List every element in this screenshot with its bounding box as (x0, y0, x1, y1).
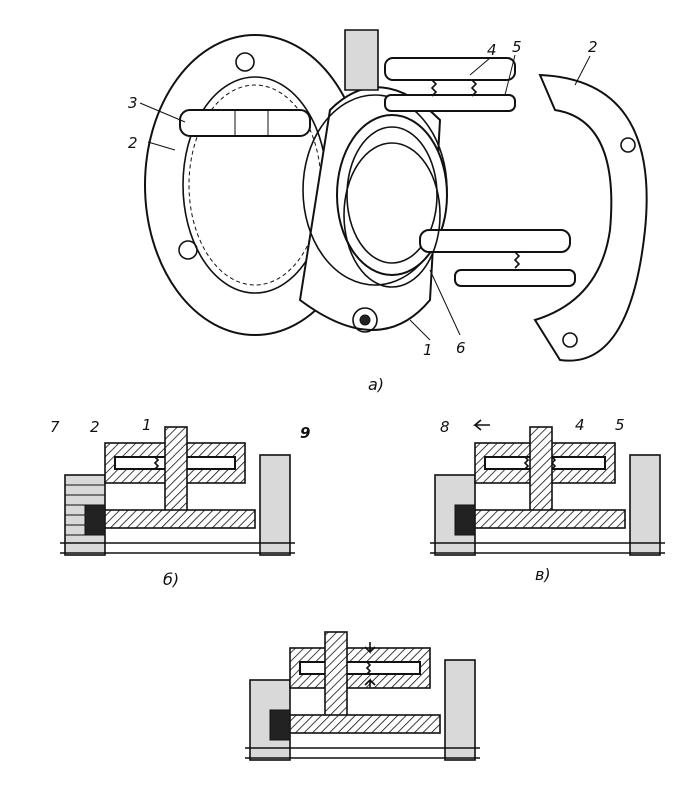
label-v-8: 8 (440, 418, 450, 436)
spring-bar-top (384, 57, 516, 112)
blocking-ring (343, 142, 441, 288)
pin-upper (179, 109, 311, 137)
caption-b: б) (163, 570, 179, 589)
label-b-1: 1 (142, 416, 152, 434)
label-a-3: 3 (128, 94, 138, 112)
label-b-9: 9 (300, 424, 310, 442)
spring-bar-lower (419, 229, 576, 287)
label-v-4: 4 (575, 416, 585, 434)
caption-a: а) (368, 375, 384, 394)
caption-v: в) (535, 565, 551, 584)
label-v-5: 5 (615, 416, 625, 434)
label-b-2: 2 (90, 418, 100, 436)
right-cone-ring (533, 73, 648, 362)
section-v (430, 419, 665, 556)
section-third (245, 631, 480, 761)
section-b (60, 426, 295, 556)
label-b-7: 7 (50, 418, 60, 436)
exploded-view (144, 29, 648, 362)
leader-lines-a (139, 54, 591, 341)
label-a-4: 4 (487, 41, 497, 59)
label-a-2-right: 2 (588, 38, 598, 56)
label-a-5: 5 (512, 38, 522, 56)
label-a-1: 1 (423, 341, 433, 359)
label-a-6: 6 (456, 339, 466, 357)
label-a-2-left: 2 (128, 134, 138, 152)
